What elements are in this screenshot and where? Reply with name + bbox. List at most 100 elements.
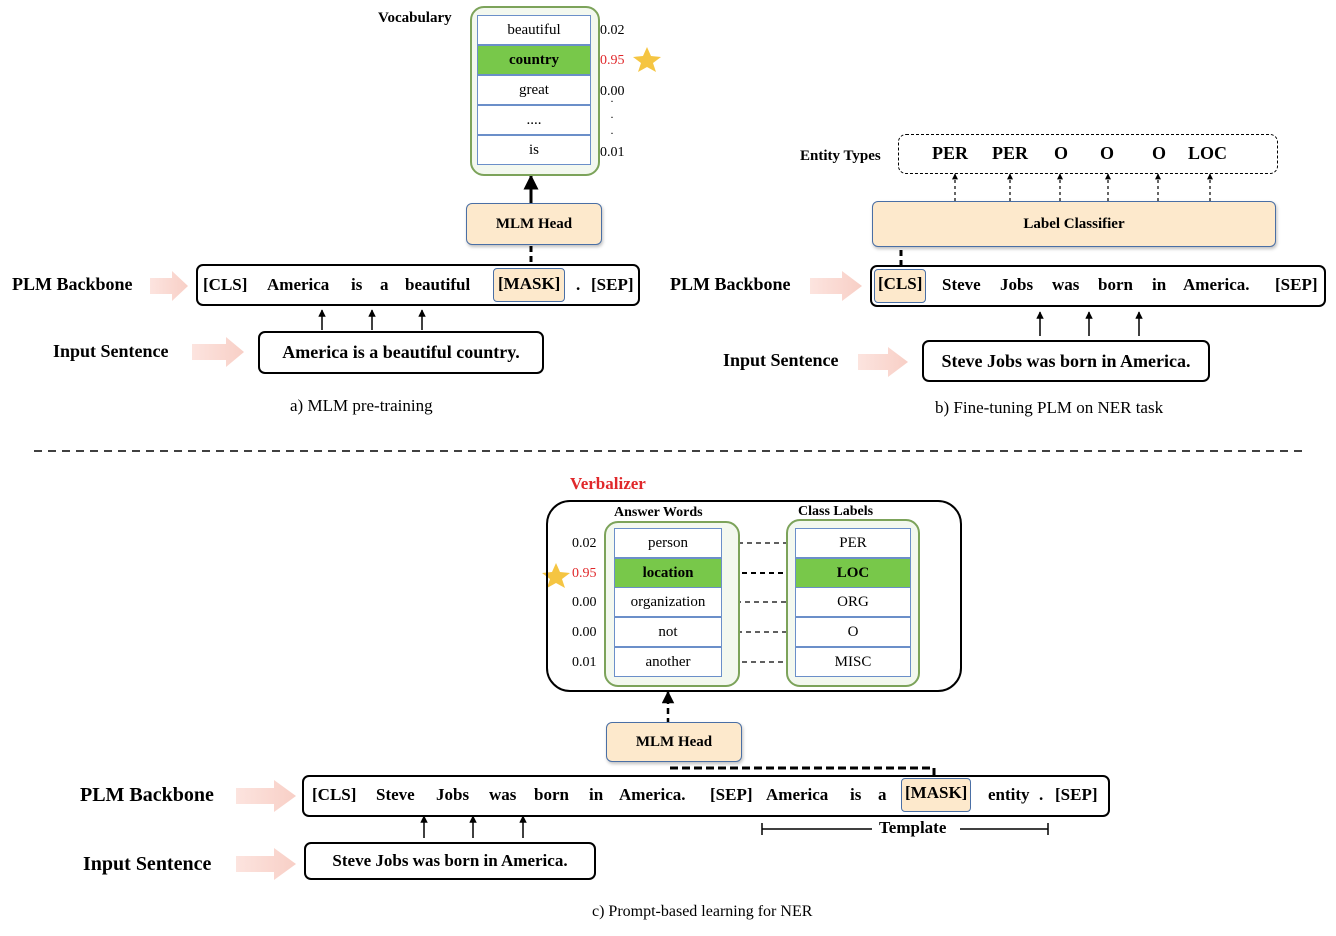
- entity-type: PER: [992, 143, 1028, 163]
- token: a: [878, 785, 887, 804]
- answer-prob: 0.01: [572, 655, 597, 670]
- vocabulary-label: Vocabulary: [378, 10, 452, 26]
- caption-a: a) MLM pre-training: [290, 396, 433, 415]
- answer-words-label: Answer Words: [614, 505, 703, 520]
- plm-backbone-b: [870, 265, 1326, 307]
- panel-b-arrows: [899, 173, 1213, 336]
- token: [CLS]: [312, 785, 357, 804]
- token: beautiful: [405, 275, 471, 294]
- input-sentence-c: Steve Jobs was born in America.: [304, 842, 596, 880]
- token: is: [850, 785, 862, 804]
- token: entity: [988, 785, 1030, 804]
- pink-arrow-b-input: [858, 347, 908, 377]
- token: America.: [1183, 275, 1250, 294]
- label-classifier: Label Classifier: [872, 201, 1276, 247]
- entity-type: O: [1054, 143, 1069, 163]
- token: was: [1052, 275, 1080, 294]
- pink-arrows: [150, 271, 908, 880]
- token: [SEP]: [1275, 275, 1318, 294]
- vocab-word: great: [477, 75, 591, 105]
- answer-word: person: [614, 528, 722, 558]
- token: [CLS]: [874, 269, 927, 303]
- entity-types-label: Entity Types: [800, 148, 881, 164]
- token: America.: [619, 785, 686, 804]
- plm-backbone-c: [302, 775, 1110, 817]
- vocab-word: country: [477, 45, 591, 75]
- vocab-prob: 0.95: [600, 53, 625, 68]
- caption-c: c) Prompt-based learning for NER: [592, 903, 813, 920]
- vocab-word: ....: [477, 105, 591, 135]
- entity-type: O: [1100, 143, 1115, 163]
- input-sentence-label-b: Input Sentence: [723, 350, 839, 370]
- pink-arrow-c-input: [236, 848, 296, 880]
- class-label: LOC: [795, 558, 911, 588]
- vocab-word: is: [477, 135, 591, 165]
- star-icon-a: [633, 47, 661, 72]
- entity-type: LOC: [1188, 143, 1228, 163]
- token: Jobs: [436, 785, 470, 804]
- token: born: [534, 785, 569, 804]
- class-label: O: [795, 617, 911, 647]
- class-label: MISC: [795, 647, 911, 677]
- star-icon-c: [542, 563, 570, 588]
- ellipsis-dot: ·: [610, 110, 614, 124]
- class-label: ORG: [795, 587, 911, 617]
- answer-word: another: [614, 647, 722, 677]
- token: [CLS]: [203, 275, 248, 294]
- token: a: [380, 275, 389, 294]
- input-sentence-a: America is a beautiful country.: [258, 331, 544, 374]
- pink-arrow-c-backbone: [236, 780, 296, 812]
- token: born: [1098, 275, 1133, 294]
- verbalizer-label: Verbalizer: [570, 474, 646, 493]
- token: [SEP]: [710, 785, 753, 804]
- token: .: [576, 275, 581, 294]
- answer-word: organization: [614, 587, 722, 617]
- token: [MASK]: [901, 778, 972, 812]
- panel-c-arrows: [420, 690, 1049, 838]
- vocab-prob: 0.02: [600, 23, 625, 38]
- vocab-word: beautiful: [477, 15, 591, 45]
- answer-word: location: [614, 558, 722, 588]
- vocab-prob: 0.01: [600, 145, 625, 160]
- token: America: [267, 275, 330, 294]
- token: in: [589, 785, 604, 804]
- token: is: [351, 275, 363, 294]
- token: Steve: [942, 275, 981, 294]
- plm-backbone-label-c: PLM Backbone: [80, 784, 214, 806]
- token: was: [489, 785, 517, 804]
- vocab-prob: 0.00: [600, 84, 625, 99]
- plm-backbone-a: [196, 264, 640, 306]
- pink-arrow-a-backbone: [150, 271, 188, 301]
- input-sentence-label-a: Input Sentence: [53, 341, 169, 361]
- template-label: Template: [879, 818, 947, 837]
- mlm-head-a: MLM Head: [466, 203, 602, 245]
- pink-arrow-b-backbone: [810, 271, 862, 301]
- token: Steve: [376, 785, 415, 804]
- input-sentence-label-c: Input Sentence: [83, 853, 212, 875]
- token: Jobs: [1000, 275, 1034, 294]
- entity-types-box: [898, 134, 1278, 174]
- class-label: PER: [795, 528, 911, 558]
- token: America: [766, 785, 829, 804]
- token: [MASK]: [493, 268, 566, 302]
- token: [SEP]: [591, 275, 634, 294]
- ellipsis-dot: ·: [610, 94, 614, 108]
- ellipsis-dot: ·: [610, 126, 614, 140]
- answer-word: not: [614, 617, 722, 647]
- entity-type: O: [1152, 143, 1167, 163]
- answer-prob: 0.95: [572, 566, 597, 581]
- answer-prob: 0.00: [572, 625, 597, 640]
- token: .: [1039, 785, 1044, 804]
- pink-arrow-a-input: [192, 337, 244, 367]
- verbalizer-box: [546, 500, 962, 692]
- answer-prob: 0.02: [572, 536, 597, 551]
- class-labels-label: Class Labels: [798, 504, 874, 519]
- plm-backbone-label-a: PLM Backbone: [12, 274, 133, 294]
- caption-b: b) Fine-tuning PLM on NER task: [935, 398, 1164, 417]
- plm-backbone-label-b: PLM Backbone: [670, 274, 791, 294]
- input-sentence-b: Steve Jobs was born in America.: [922, 340, 1210, 382]
- token: [SEP]: [1055, 785, 1098, 804]
- answer-prob: 0.00: [572, 595, 597, 610]
- token: in: [1152, 275, 1167, 294]
- mlm-head-c: MLM Head: [606, 722, 742, 762]
